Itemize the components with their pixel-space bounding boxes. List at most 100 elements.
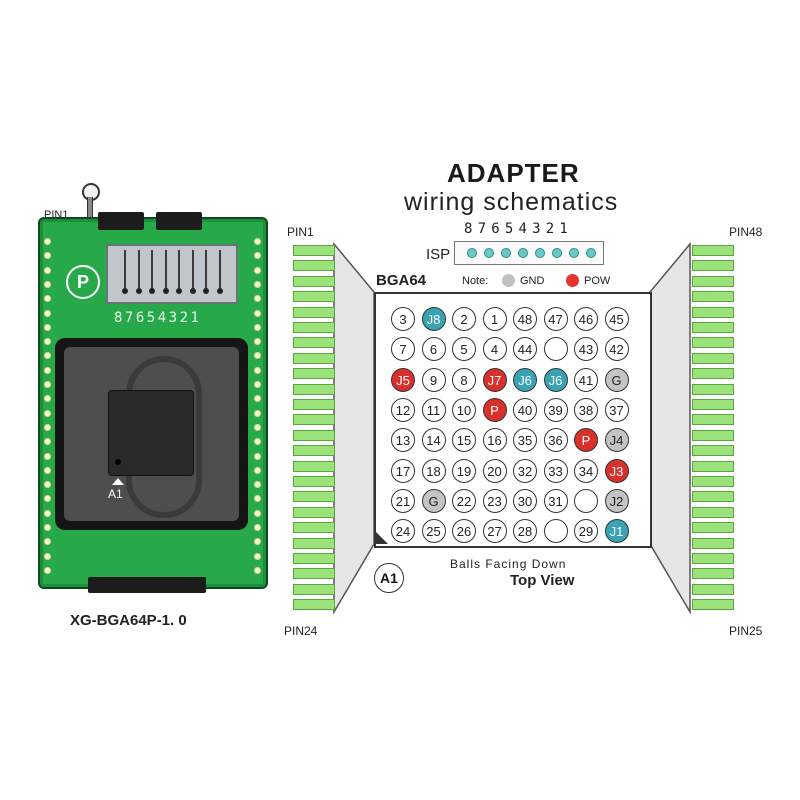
connector-pin (692, 275, 734, 287)
bga-ball: 9 (421, 367, 446, 392)
isp-pin (518, 248, 528, 258)
pow-legend-label: POW (584, 275, 611, 287)
bga-ball: 37 (604, 397, 629, 422)
bga-ball: 24 (391, 519, 415, 544)
connector-pin (692, 460, 734, 472)
bga-ball: 2 (452, 307, 476, 331)
header-pin (151, 250, 153, 290)
connector-pin (293, 583, 335, 595)
bga-ball: 21 (391, 488, 415, 513)
bga-ball: 6 (421, 337, 446, 362)
connector-pin (293, 368, 335, 380)
bga-ball: 41 (574, 367, 598, 392)
bga-ball: 5 (452, 337, 476, 362)
bga-ball: J7 (482, 367, 507, 392)
connector-pin (692, 599, 734, 611)
bga-corner-marker (376, 532, 388, 544)
a1-orientation-mark: A1 (374, 563, 404, 593)
bga-ball: 23 (482, 488, 507, 513)
isp-pin (467, 248, 477, 258)
board-hole (254, 280, 261, 288)
bga-ball: 45 (604, 307, 629, 331)
bga-ball: 43 (574, 337, 598, 362)
socket-chip (108, 390, 194, 476)
board-isp-header (106, 244, 238, 304)
connector-pin (293, 399, 335, 410)
board-header-numbers: 87654321 (114, 310, 202, 326)
pow-legend-swatch (566, 274, 579, 287)
board-hole (254, 352, 261, 360)
board-bottom-clip (88, 577, 206, 593)
header-pin (218, 250, 221, 290)
connector-pin (692, 368, 734, 380)
left-bottom-pin-label: PIN24 (284, 624, 318, 638)
connector-pin (692, 337, 734, 349)
connector-pin (692, 568, 734, 580)
bga-ball: 32 (513, 458, 537, 483)
board-hole (254, 538, 261, 546)
right-bottom-pin-label: PIN25 (729, 624, 763, 638)
bga-ball: J1 (604, 519, 629, 544)
bga-ball: J3 (604, 458, 629, 483)
bga-ball: 48 (513, 307, 537, 331)
gnd-legend-label: GND (520, 275, 545, 287)
bga-ball: 31 (543, 488, 568, 513)
board-hole (44, 452, 51, 460)
connector-pin (692, 352, 734, 364)
bga-ball: 29 (574, 519, 598, 544)
board-hole (44, 566, 51, 574)
board-hole (44, 466, 51, 474)
board-hole (44, 395, 51, 403)
board-hole (254, 366, 261, 374)
bga-ball: 40 (513, 397, 537, 422)
balls-caption: Balls Facing Down (450, 557, 567, 571)
isp-pin (535, 248, 545, 258)
bga-ball: 15 (452, 428, 476, 453)
header-pin (137, 250, 140, 290)
board-hole (254, 338, 261, 346)
header-pin-dot (216, 288, 223, 294)
board-hole (44, 323, 51, 331)
connector-pin (692, 414, 734, 426)
board-p-mark: P (66, 265, 100, 299)
board-hole (44, 509, 51, 517)
connector-pin (293, 476, 335, 487)
connector-pin (692, 306, 734, 318)
bga-ball (543, 337, 568, 362)
bga-ball: 28 (513, 519, 537, 544)
isp-pin (569, 248, 579, 258)
connector-pin (692, 429, 734, 441)
bga-ball: 39 (543, 397, 568, 422)
board-hole (254, 252, 261, 260)
board-hole (44, 338, 51, 346)
board-hole (44, 524, 51, 531)
board-hole (44, 238, 51, 245)
bga-ball: 34 (574, 458, 598, 483)
board-hole (44, 538, 51, 546)
board-hole (44, 295, 51, 303)
board-hole (44, 409, 51, 417)
header-pin-dot (149, 288, 155, 294)
left-fan-shape (333, 241, 375, 615)
board-hole (254, 381, 261, 388)
a1-arrow-icon (112, 478, 124, 485)
bga-ball: 16 (482, 428, 507, 453)
header-pin-dot (135, 288, 142, 294)
bga-ball: 30 (513, 488, 537, 513)
header-pin (191, 250, 194, 290)
board-hole (254, 409, 261, 417)
board-model-label: XG-BGA64P-1. 0 (70, 612, 187, 629)
bga-ball: 3 (391, 307, 415, 331)
note-label: Note: (462, 275, 489, 287)
bga-ball: 36 (543, 428, 568, 453)
bga-ball: 18 (421, 458, 446, 483)
board-hole (44, 438, 51, 446)
connector-pin (293, 275, 335, 287)
connector-pin (293, 306, 335, 318)
bga-ball: 14 (421, 428, 446, 453)
connector-pin (293, 245, 335, 256)
board-hole (44, 280, 51, 288)
adapter-subtitle: wiring schematics (404, 188, 619, 216)
bga-ball: 12 (391, 397, 415, 422)
